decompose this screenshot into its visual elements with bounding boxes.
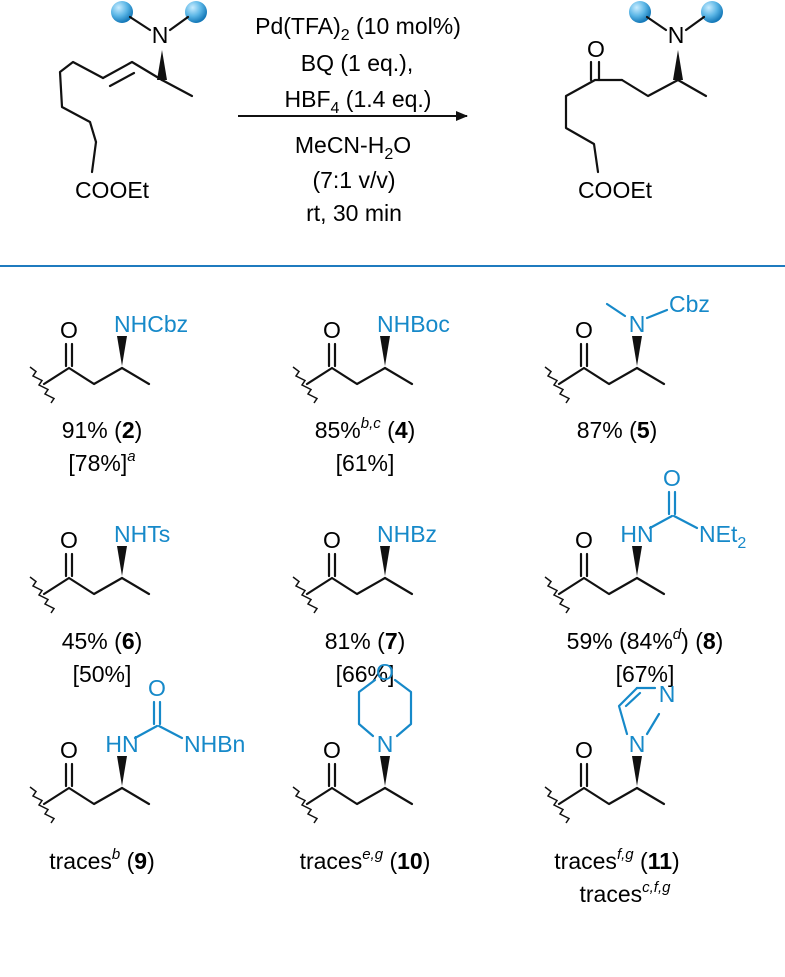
- product-ester-label: COOEt: [578, 177, 653, 203]
- wavy-bond: [292, 576, 319, 614]
- yield-label: tracese,g (10): [300, 846, 431, 874]
- yield-label: 87% (5): [577, 417, 658, 443]
- product-structure: N O COOEt: [564, 1, 723, 203]
- yield-label: 85%b,c (4): [315, 415, 416, 443]
- yield-label: 91% (2): [62, 417, 143, 443]
- condition-ratio: (7:1 v/v): [312, 167, 395, 193]
- carbon-chain: [557, 366, 639, 386]
- reactant-nitrogen-label: N: [152, 22, 169, 48]
- urea-amide-nitrogen: NHBn: [184, 731, 245, 757]
- carbonyl-oxygen: O: [60, 317, 78, 343]
- carbonyl-oxygen: O: [323, 527, 341, 553]
- amine-nitrogen: N: [629, 311, 646, 337]
- wavy-bond: [544, 786, 571, 824]
- carbon-chain: [42, 786, 124, 806]
- urea-oxygen: O: [148, 675, 166, 701]
- condition-solvent: MeCN-H2O: [295, 132, 411, 163]
- carbon-chain: [557, 576, 639, 596]
- product-nitrogen-label: N: [668, 22, 685, 48]
- carbonyl-oxygen: O: [575, 527, 593, 553]
- yield-label: tracesb (9): [49, 846, 155, 874]
- reactant-ester-label: COOEt: [75, 177, 150, 203]
- product-carbonyl-oxygen: O: [587, 36, 605, 62]
- urea-amide-nitrogen: NEt2: [699, 521, 746, 552]
- wavy-bond: [544, 576, 571, 614]
- isolated-yield-label: [78%]a: [68, 448, 135, 476]
- carbonyl-oxygen: O: [323, 317, 341, 343]
- substituent-ball-right: [185, 1, 207, 23]
- carbonyl-oxygen: O: [575, 737, 593, 763]
- wavy-bond: [29, 366, 56, 404]
- entry-9: O HN O NHBn tracesb (9): [29, 675, 245, 874]
- condition-time: rt, 30 min: [306, 200, 402, 226]
- condition-oxidant: BQ (1 eq.),: [301, 50, 413, 76]
- substituent-ball-right: [701, 1, 723, 23]
- urea-nh: HN: [620, 521, 653, 547]
- carbonyl-oxygen: O: [575, 317, 593, 343]
- wavy-bond: [292, 366, 319, 404]
- carbon-chain: [557, 786, 639, 806]
- morpholine-nitrogen: N: [377, 731, 394, 757]
- imidazole-n1: N: [629, 731, 646, 757]
- amine-substituent: NHTs: [114, 521, 170, 547]
- substituent-ball-left: [629, 1, 651, 23]
- amine-substituent: NHBz: [377, 521, 437, 547]
- wavy-bond: [292, 786, 319, 824]
- yield-label: tracesf,g (11): [554, 846, 679, 874]
- carbon-chain: [305, 786, 387, 806]
- carbon-chain: [305, 366, 387, 386]
- isolated-yield-label: [67%]: [616, 661, 675, 687]
- carbonyl-oxygen: O: [60, 737, 78, 763]
- wavy-bond: [29, 786, 56, 824]
- morpholine-oxygen: O: [376, 659, 394, 685]
- substituent-ball-left: [111, 1, 133, 23]
- carbonyl-oxygen: O: [60, 527, 78, 553]
- yield-label: 81% (7): [325, 628, 406, 654]
- condition-acid: HBF4 (1.4 eq.): [285, 86, 432, 117]
- reactant-structure: N COOEt: [58, 1, 207, 203]
- isolated-yield-label: tracesc,f,g: [580, 879, 672, 907]
- isolated-yield-label: [66%]: [336, 661, 395, 687]
- isolated-yield-label: [50%]: [73, 661, 132, 687]
- entry-6: O NHTs 45% (6) [50%]: [29, 521, 170, 687]
- entry-8: O HN O NEt2 59% (84%d) (8) [67%]: [544, 465, 746, 687]
- urea-oxygen: O: [663, 465, 681, 491]
- amine-substituent: NHBoc: [377, 311, 450, 337]
- entry-4: O NHBoc 85%b,c (4) [61%]: [292, 311, 450, 476]
- protecting-group: Cbz: [669, 291, 710, 317]
- carbon-chain: [42, 366, 124, 386]
- yield-label: 59% (84%d) (8): [567, 626, 724, 654]
- entry-2: O NHCbz 91% (2) [78%]a: [29, 311, 188, 476]
- imidazole-n3: N: [659, 681, 676, 707]
- carbonyl-oxygen: O: [323, 737, 341, 763]
- yield-label: 45% (6): [62, 628, 143, 654]
- wavy-bond: [544, 366, 571, 404]
- carbon-chain: [42, 576, 124, 596]
- entry-7: O NHBz 81% (7) [66%]: [292, 521, 437, 687]
- wavy-bond: [29, 576, 56, 614]
- carbon-chain: [305, 576, 387, 596]
- amine-substituent: NHCbz: [114, 311, 188, 337]
- urea-nh: HN: [105, 731, 138, 757]
- reaction-conditions: Pd(TFA)2 (10 mol%) BQ (1 eq.), HBF4 (1.4…: [238, 13, 468, 226]
- entry-5: O N Cbz 87% (5): [544, 291, 710, 443]
- condition-catalyst: Pd(TFA)2 (10 mol%): [255, 13, 461, 44]
- isolated-yield-label: [61%]: [336, 450, 395, 476]
